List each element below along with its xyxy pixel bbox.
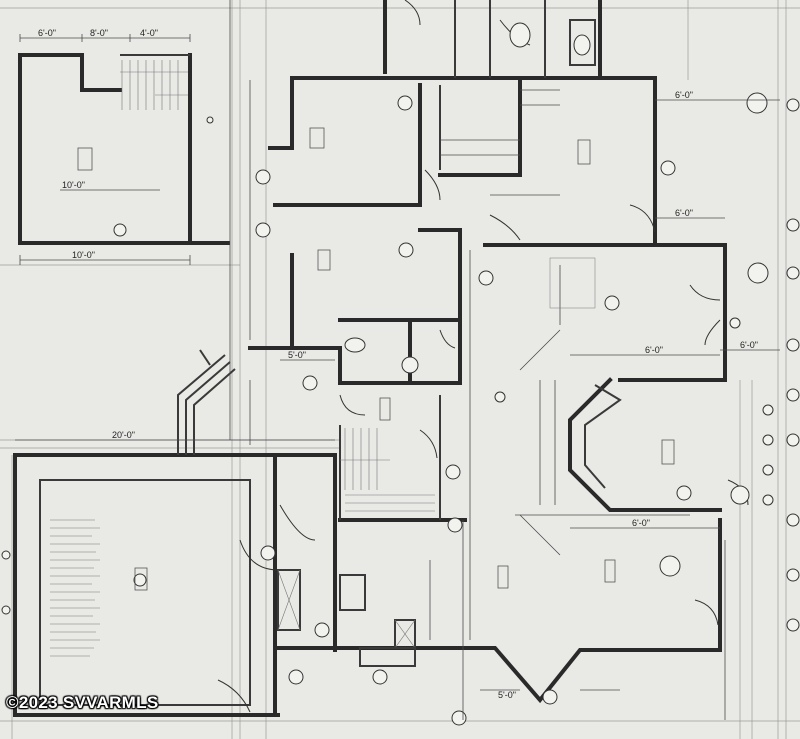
- main-stair: [340, 428, 435, 512]
- dim-right-d: 6'-0": [740, 340, 758, 350]
- octagon-dim-lines: [515, 265, 780, 556]
- garage: [1, 479, 251, 706]
- garage-notes: [50, 519, 100, 657]
- dim-wing-mid: 10'-0": [62, 180, 85, 190]
- dim-top-b: 8'-0": [90, 28, 108, 38]
- fixtures: [277, 19, 596, 667]
- dim-garage-top: 20'-0": [112, 430, 135, 440]
- dim-right-a: 6'-0": [675, 90, 693, 100]
- entry-walk: [177, 349, 236, 455]
- dim-center-a: 5'-0": [288, 350, 306, 360]
- dim-top-a: 6'-0": [38, 28, 56, 38]
- dimension-lines: [15, 0, 780, 720]
- dimension-labels: 6'-0" 8'-0" 4'-0" 10'-0" 10'-0" 20'-0" 6…: [38, 28, 758, 700]
- wing-stair: [120, 60, 188, 110]
- annotation-marks: [77, 127, 675, 591]
- dim-top-c: 4'-0": [140, 28, 158, 38]
- main-house-walls: [13, 0, 727, 717]
- room-tags: [255, 92, 800, 726]
- detached-wing: [18, 34, 230, 265]
- dim-center-b: 5'-0": [498, 690, 516, 700]
- copyright-watermark: ©2023 SVVARMLS: [6, 693, 159, 712]
- dim-right-c: 6'-0": [645, 345, 663, 355]
- dim-right-e: 6'-0": [632, 518, 650, 528]
- dim-wing-bottom: 10'-0": [72, 250, 95, 260]
- dim-right-b: 6'-0": [675, 208, 693, 218]
